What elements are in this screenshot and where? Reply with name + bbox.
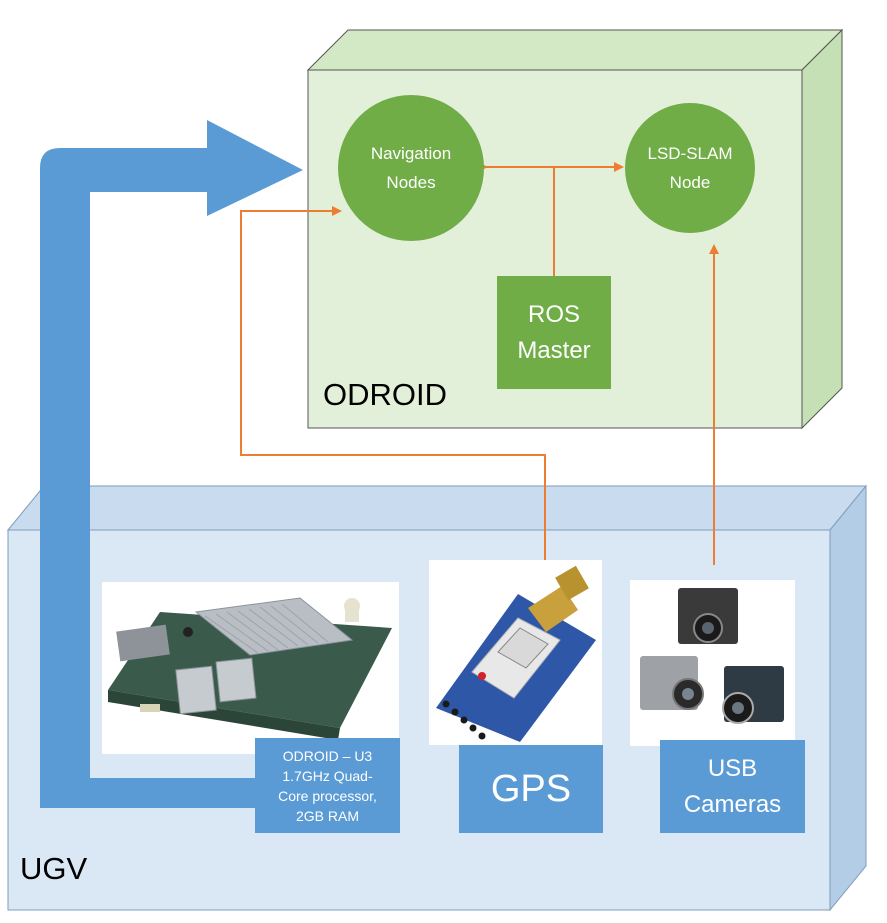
odroid-board-image [102,582,399,754]
ugv-side-face [829,484,867,912]
ugv-to-odroid-arrow [40,120,303,778]
odroid-container-label: ODROID [323,377,447,412]
odroid-side-face [801,28,843,430]
ros-master-label: ROS Master [517,301,591,364]
navigation-nodes-label: Navigation Nodes [370,144,452,192]
usb-cameras-label: USB Cameras [660,740,805,833]
arrow-stem-bottom [40,778,255,808]
lsd-slam-node-circle [625,103,755,233]
odroid-board-label: ODROID – U3 1.7GHz Quad- Core processor,… [255,738,400,833]
lsd-slam-node-label: LSD-SLAM Node [647,144,733,192]
navigation-nodes-circle [338,95,484,241]
ugv-container-label: UGV [20,851,88,886]
odroid-top-face [306,29,844,71]
gps-to-nav-connector [240,206,546,565]
ros-master-box [497,276,611,389]
gps-module-image [429,560,602,745]
gps-label: GPS [459,745,603,833]
orange-connectors [240,162,719,565]
usb-cameras-image [630,580,795,746]
ugv-top-face [6,485,868,531]
